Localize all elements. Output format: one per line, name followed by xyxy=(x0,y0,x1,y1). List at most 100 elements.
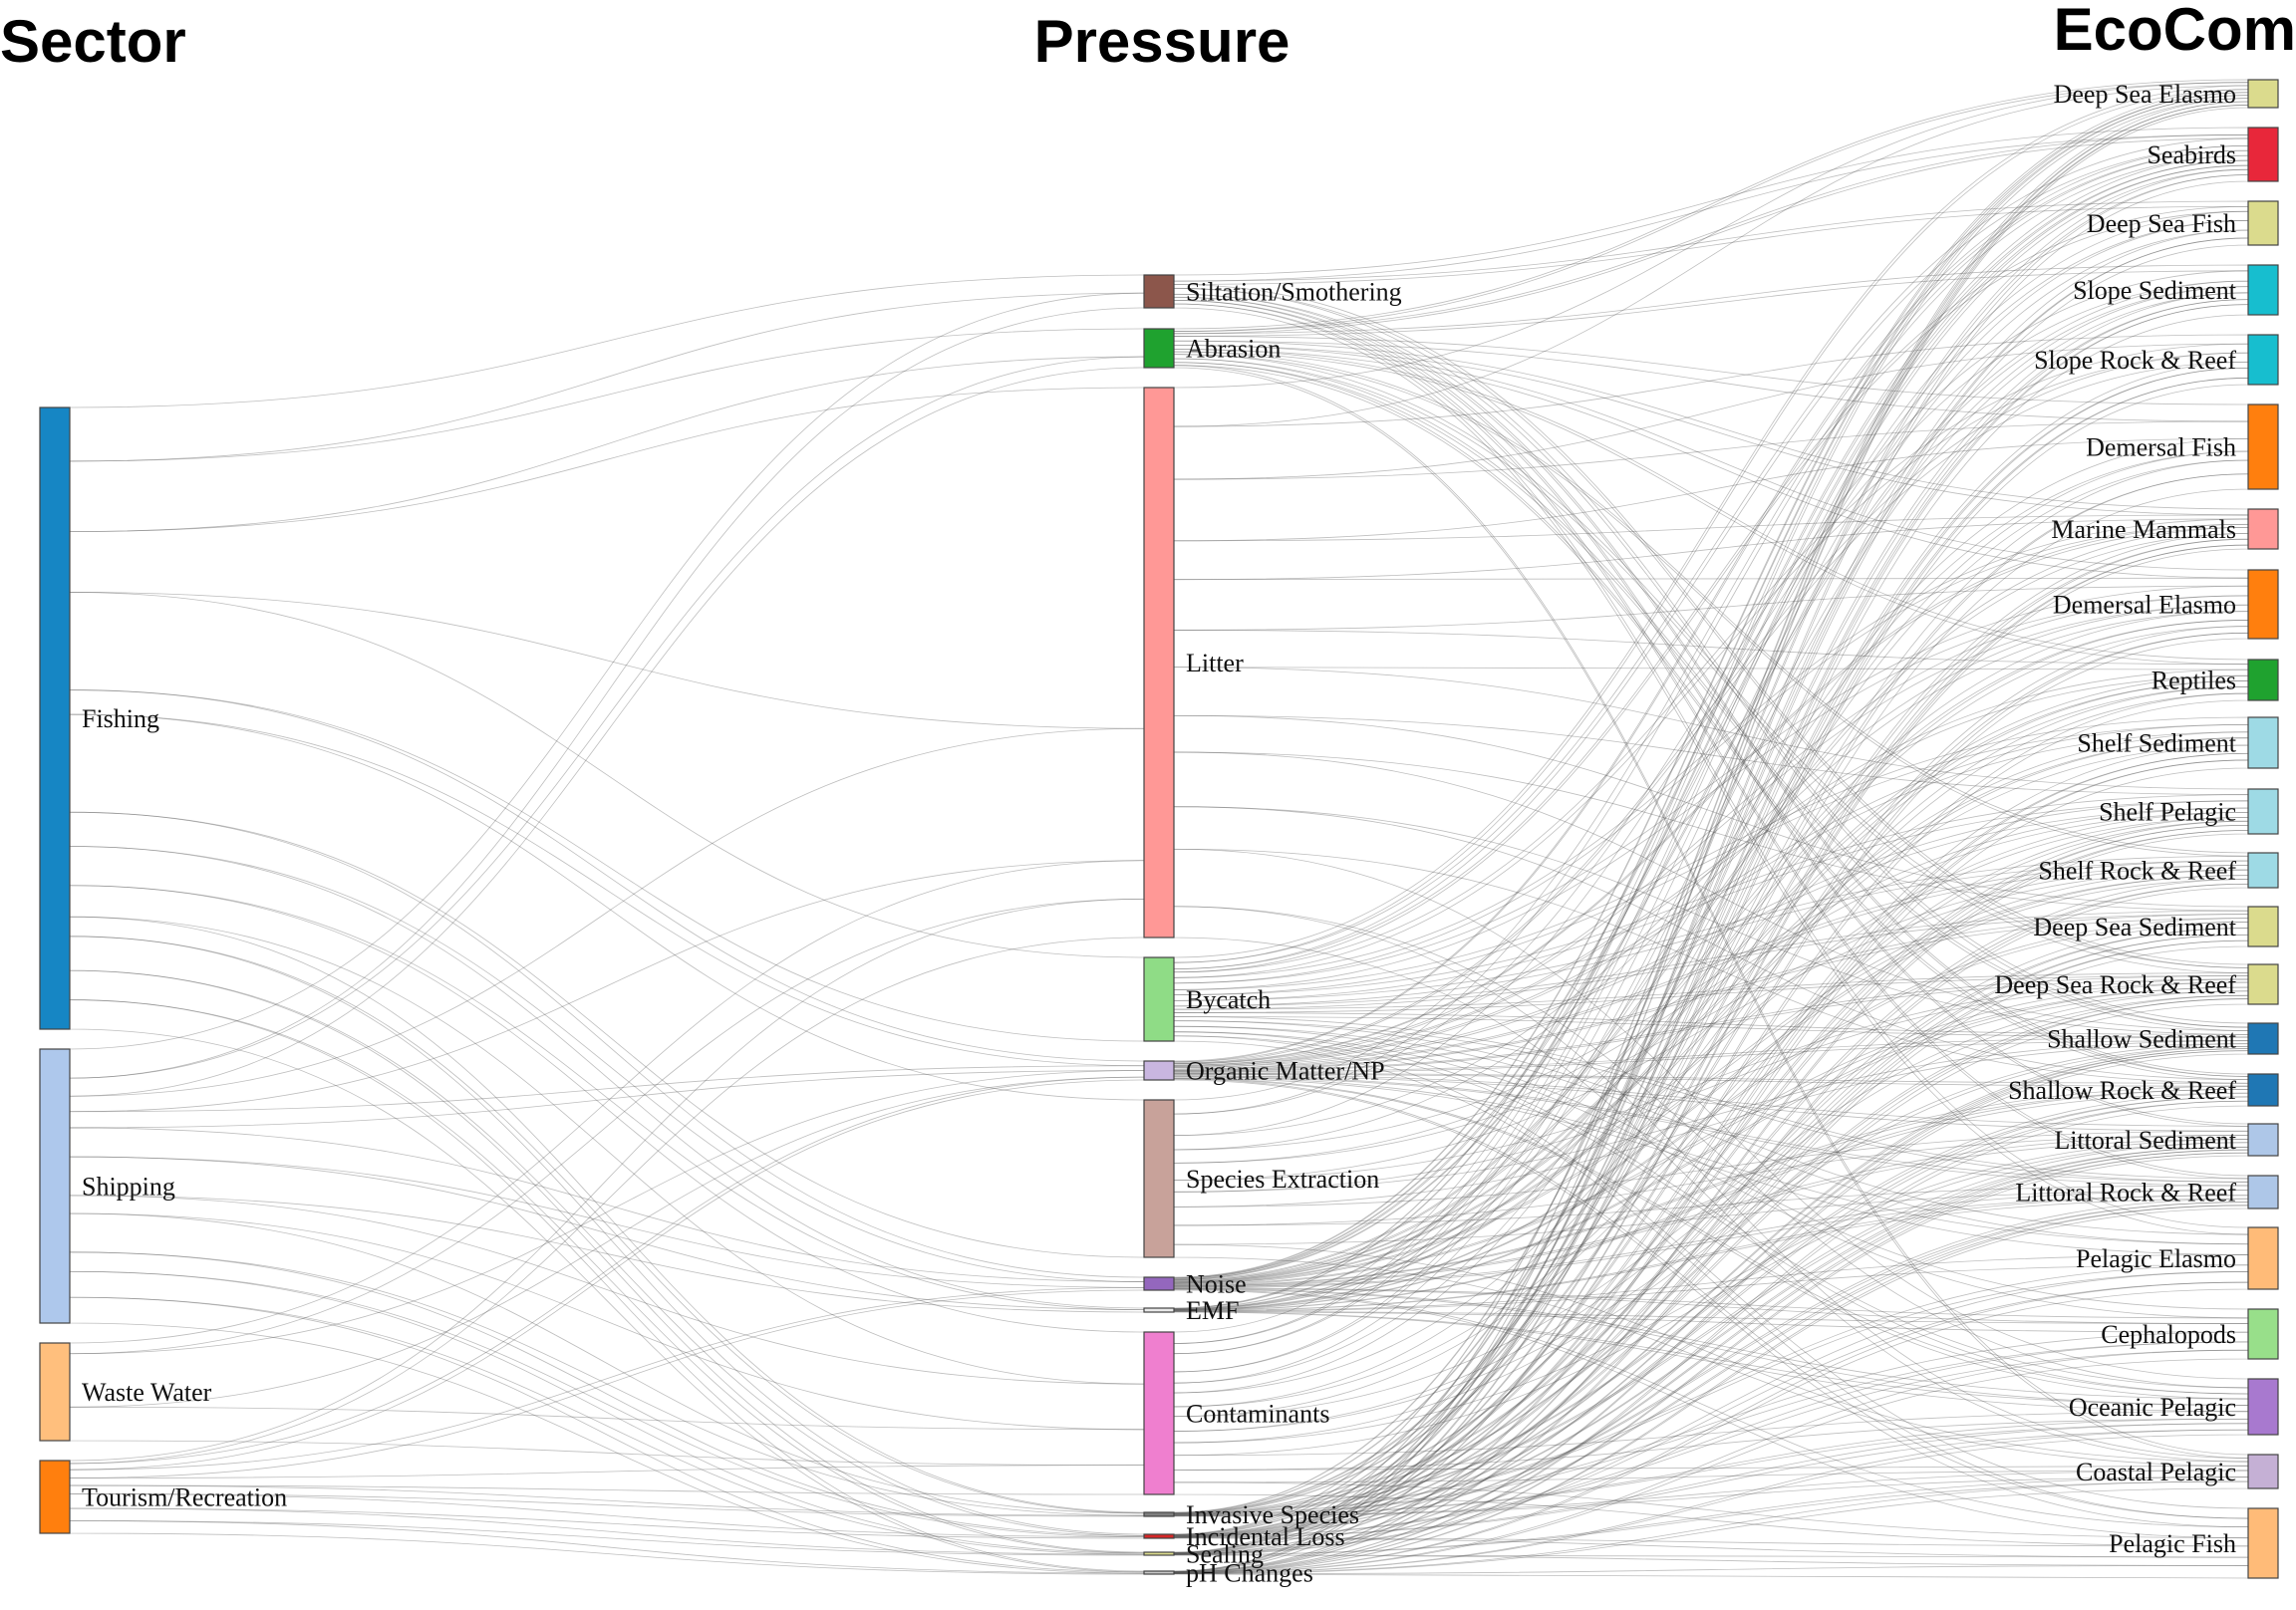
pressure-label-litter: Litter xyxy=(1186,649,1244,677)
link-shipping-to-litter xyxy=(69,727,1145,1113)
link-incidental-loss-to-demersal-fish xyxy=(1173,473,2249,1536)
link-shipping-to-organic-matter-np xyxy=(69,1065,1145,1129)
ecocom-label-littoral-rock-reef: Littoral Rock & Reef xyxy=(2015,1179,2236,1208)
link-fishing-to-abrasion xyxy=(69,328,1145,533)
link-litter-to-demersal-fish xyxy=(1173,420,2249,542)
link-fishing-to-noise xyxy=(69,811,1145,1282)
ecocom-node-deep-sea-rock-reef xyxy=(2247,963,2279,1005)
ecocom-label-slope-sediment: Slope Sediment xyxy=(2073,276,2237,305)
pressure-label-bycatch: Bycatch xyxy=(1186,985,1271,1014)
ecocom-node-deep-sea-fish xyxy=(2247,200,2279,246)
link-incidental-loss-to-pelagic-fish xyxy=(1173,1537,2249,1558)
link-shipping-to-siltation-smothering xyxy=(69,292,1145,1079)
column-titles: Sector Pressure EcoCom xyxy=(0,0,2296,75)
pressure-node-incidental-loss xyxy=(1143,1533,1175,1539)
link-invasive-species-to-cephalopods xyxy=(1173,1331,2249,1516)
pressure-label-incidental-loss: Incidental Loss xyxy=(1186,1522,1345,1551)
ecocom-label-deep-sea-fish: Deep Sea Fish xyxy=(2087,209,2236,238)
link-bycatch-to-pelagic-fish xyxy=(1173,1035,2249,1519)
pressure-label-noise: Noise xyxy=(1186,1270,1247,1299)
ecocom-label-demersal-elasmo: Demersal Elasmo xyxy=(2053,591,2236,620)
pressure-label-ph-changes: pH Changes xyxy=(1186,1559,1313,1588)
ecocom-node-deep-sea-elasmo xyxy=(2247,79,2279,109)
ecocom-label-reptiles: Reptiles xyxy=(2152,667,2236,695)
link-shipping-to-invasive-species xyxy=(69,1212,1145,1516)
ecocom-label-shelf-rock-reef: Shelf Rock & Reef xyxy=(2038,857,2236,886)
ecocom-label-shelf-sediment: Shelf Sediment xyxy=(2077,729,2236,758)
sector-node-tourism-recreation xyxy=(39,1460,71,1534)
pressure-label-abrasion: Abrasion xyxy=(1186,335,1281,364)
ecocom-node-shallow-rock-reef xyxy=(2247,1073,2279,1107)
pressure-label-sealing: Sealing xyxy=(1186,1540,1264,1569)
link-fishing-to-bycatch xyxy=(69,592,1145,1042)
pressure-node-contaminants xyxy=(1143,1331,1175,1495)
sector-node-waste-water xyxy=(39,1342,71,1442)
link-shipping-to-noise xyxy=(69,1127,1145,1288)
link-fishing-to-organic-matter-np xyxy=(69,689,1145,1067)
pressure-node-bycatch xyxy=(1143,956,1175,1042)
link-ph-changes-to-pelagic-fish xyxy=(1173,1564,2249,1579)
column-title-ecocom: EcoCom xyxy=(2054,0,2296,63)
link-organic-matter-np-to-pelagic-fish xyxy=(1173,1078,2249,1528)
ecocom-node-coastal-pelagic xyxy=(2247,1454,2279,1489)
link-abrasion-to-demersal-fish xyxy=(1173,336,2249,422)
link-fishing-to-incidental-loss xyxy=(69,936,1145,1536)
pressure-label-invasive-species: Invasive Species xyxy=(1186,1500,1359,1529)
ecocom-node-demersal-elasmo xyxy=(2247,569,2279,640)
ecocom-label-oceanic-pelagic: Oceanic Pelagic xyxy=(2069,1393,2236,1422)
link-species-extraction-to-littoral-sediment xyxy=(1173,1130,2249,1226)
sector-node-shipping xyxy=(39,1048,71,1324)
ecocom-node-reptiles xyxy=(2247,659,2279,701)
pressure-node-emf xyxy=(1143,1307,1175,1313)
pressure-label-contaminants: Contaminants xyxy=(1186,1400,1329,1429)
ecocom-label-pelagic-elasmo: Pelagic Elasmo xyxy=(2076,1244,2236,1273)
link-tourism-recreation-to-ph-changes xyxy=(69,1520,1145,1575)
link-tourism-recreation-to-noise xyxy=(69,1286,1145,1478)
ecocom-node-slope-sediment xyxy=(2247,264,2279,316)
ecocom-label-coastal-pelagic: Coastal Pelagic xyxy=(2076,1458,2236,1486)
ecocom-label-slope-rock-reef: Slope Rock & Reef xyxy=(2034,346,2236,375)
pressure-label-emf: EMF xyxy=(1186,1296,1239,1325)
link-fishing-to-litter xyxy=(69,387,1145,729)
ecocom-label-deep-sea-rock-reef: Deep Sea Rock & Reef xyxy=(1994,970,2236,999)
ecocom-label-shallow-rock-reef: Shallow Rock & Reef xyxy=(2008,1076,2236,1105)
pressure-label-siltation-smothering: Siltation/Smothering xyxy=(1186,278,1402,307)
ecocom-node-shelf-sediment xyxy=(2247,716,2279,769)
column-title-pressure: Pressure xyxy=(1034,8,1291,75)
sector-label-fishing: Fishing xyxy=(82,704,159,733)
pressure-node-sealing xyxy=(1143,1551,1175,1556)
ecocom-label-deep-sea-sediment: Deep Sea Sediment xyxy=(2033,913,2236,941)
pressure-label-species-extraction: Species Extraction xyxy=(1186,1165,1379,1194)
sector-label-shipping: Shipping xyxy=(82,1173,175,1202)
sector-label-tourism-recreation: Tourism/Recreation xyxy=(82,1483,287,1512)
ecocom-label-demersal-fish: Demersal Fish xyxy=(2086,433,2236,462)
ecocom-node-seabirds xyxy=(2247,127,2279,182)
ecocom-label-seabirds: Seabirds xyxy=(2147,140,2236,169)
link-incidental-loss-to-deep-sea-sediment xyxy=(1173,928,2249,1537)
ecocom-node-littoral-rock-reef xyxy=(2247,1175,2279,1209)
link-fishing-to-species-extraction xyxy=(69,713,1145,1258)
ecocom-node-pelagic-elasmo xyxy=(2247,1226,2279,1290)
pressure-node-invasive-species xyxy=(1143,1511,1175,1517)
pressure-node-litter xyxy=(1143,387,1175,939)
pressure-node-noise xyxy=(1143,1276,1175,1291)
ecocom-label-deep-sea-elasmo: Deep Sea Elasmo xyxy=(2054,80,2236,109)
pressure-node-ph-changes xyxy=(1143,1570,1175,1575)
sector-label-waste-water: Waste Water xyxy=(82,1378,212,1407)
pressure-node-abrasion xyxy=(1143,328,1175,369)
link-waste-water-to-litter xyxy=(69,860,1145,1355)
ecocom-node-cephalopods xyxy=(2247,1308,2279,1360)
link-invasive-species-to-slope-sediment xyxy=(1173,292,2249,1513)
ecocom-node-marine-mammals xyxy=(2247,508,2279,550)
link-waste-water-to-organic-matter-np xyxy=(69,1070,1145,1408)
pressure-label-organic-matter-np: Organic Matter/NP xyxy=(1186,1057,1385,1086)
ecocom-label-shallow-sediment: Shallow Sediment xyxy=(2047,1025,2237,1054)
ecocom-node-pelagic-fish xyxy=(2247,1507,2279,1579)
ecocom-node-oceanic-pelagic xyxy=(2247,1378,2279,1436)
pressure-node-species-extraction xyxy=(1143,1099,1175,1258)
pressure-node-organic-matter-np xyxy=(1143,1060,1175,1081)
ecocom-node-demersal-fish xyxy=(2247,403,2279,490)
ecocom-label-pelagic-fish: Pelagic Fish xyxy=(2109,1529,2236,1558)
